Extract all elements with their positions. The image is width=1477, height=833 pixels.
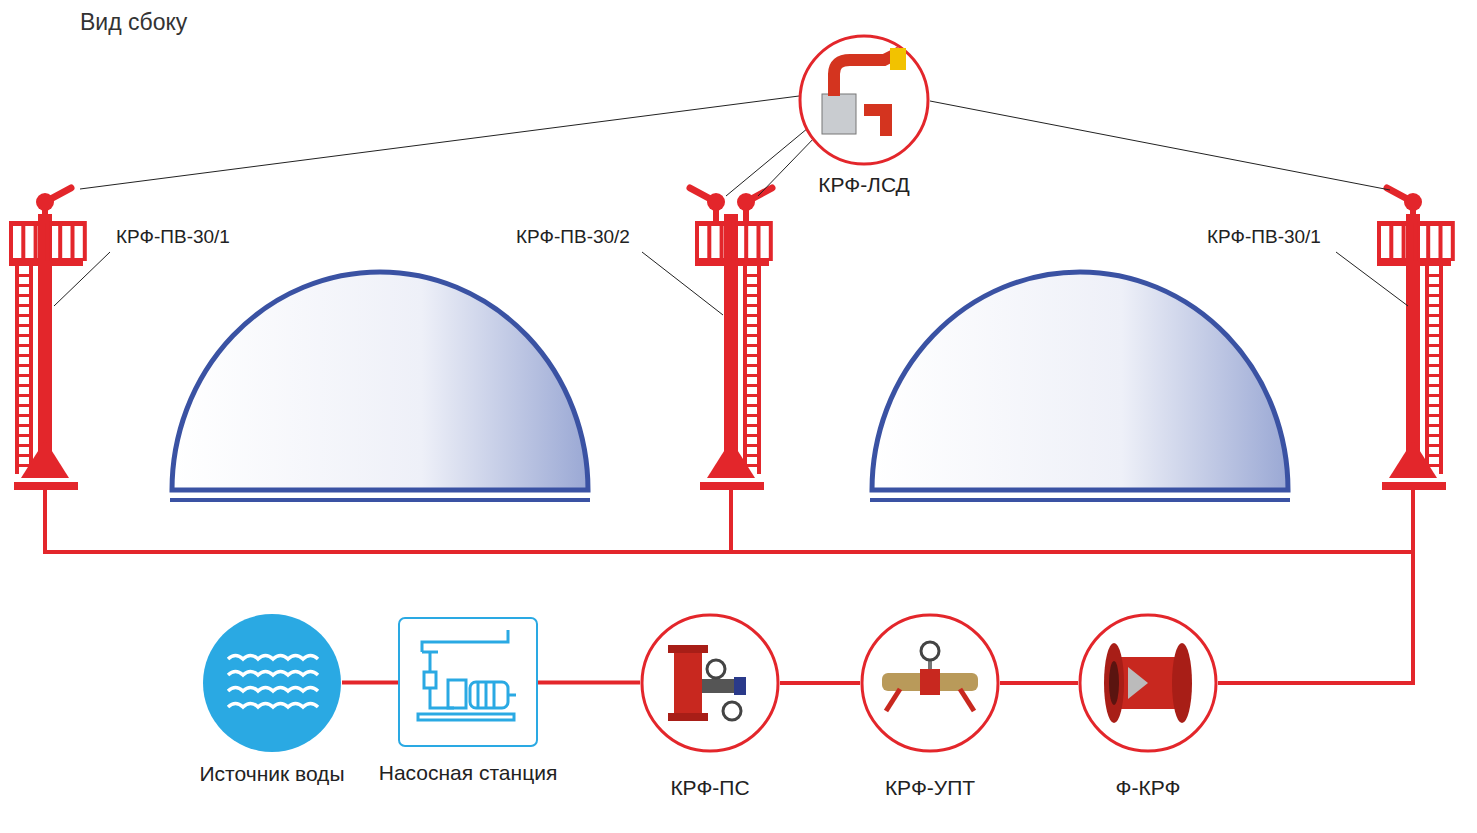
tank-dome	[172, 272, 588, 490]
station-node: КРФ-ПС	[640, 613, 780, 799]
tank-base	[870, 498, 1290, 502]
node-caption: КРФ-ПС	[610, 777, 810, 799]
node-caption: Источник воды	[172, 763, 372, 785]
pipe-connector	[1000, 681, 1078, 685]
station-node: КРФ-УПТ	[860, 613, 1000, 799]
monitor-tower	[690, 188, 773, 490]
pipe-connector	[538, 681, 640, 685]
view-title: Вид сбоку	[80, 9, 187, 36]
node-caption: КРФ-УПТ	[830, 777, 1030, 799]
node-shape	[1078, 613, 1218, 753]
pipe-connector	[780, 681, 860, 685]
node-shape	[398, 612, 538, 752]
part-label: КРФ-ПВ-30/1	[1205, 226, 1323, 248]
part-label: КРФ-ПВ-30/2	[514, 226, 632, 248]
monitor-tower	[9, 188, 87, 490]
monitor-tower	[1377, 188, 1455, 490]
node-shape	[640, 613, 780, 753]
pipe-connector	[342, 681, 398, 685]
station-node: Ф-КРФ	[1078, 613, 1218, 799]
node-caption: Ф-КРФ	[1048, 777, 1248, 799]
station-node: Насосная станция	[398, 612, 538, 784]
leader-line	[54, 252, 1408, 315]
part-label: КРФ-ПВ-30/1	[114, 226, 232, 248]
station-node: Источник воды	[202, 613, 342, 785]
node-shape	[202, 613, 342, 753]
tank-dome	[872, 272, 1288, 490]
node-caption: КРФ-ЛСД	[768, 174, 960, 196]
tank-base	[170, 498, 590, 502]
device-node: КРФ-ЛСД	[798, 34, 930, 196]
node-caption: Насосная станция	[368, 762, 568, 784]
node-shape	[860, 613, 1000, 753]
control-line	[80, 96, 1390, 196]
node-shape	[798, 34, 930, 166]
